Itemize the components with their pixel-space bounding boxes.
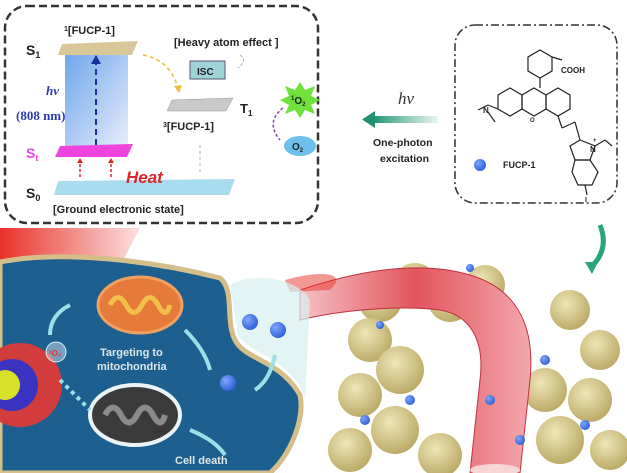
ground-state-label: [Ground electronic state] xyxy=(53,204,184,216)
probe-dot xyxy=(220,375,236,391)
cell xyxy=(0,254,304,473)
indolium-n-label: N xyxy=(590,145,596,154)
blood-vessel xyxy=(299,267,532,473)
singlet-oxygen-burst xyxy=(280,82,320,118)
ros-bubble xyxy=(45,341,67,363)
isc-label: ISC xyxy=(197,67,214,78)
nucleus xyxy=(0,343,62,427)
excitation-line1: One-photon xyxy=(373,137,432,149)
wavelength-label: (808 nm) xyxy=(16,108,65,123)
xanthene-o-label: O xyxy=(530,118,535,124)
targeting-label-line1: Targeting to xyxy=(100,347,163,359)
singlet-species-label: 1[FUCP-1] xyxy=(64,25,115,37)
st-level xyxy=(55,144,133,157)
probe-dot xyxy=(270,322,286,338)
one-photon-excitation: hv One-photon excitation xyxy=(362,89,438,165)
t1-level xyxy=(166,97,234,112)
s1-level xyxy=(58,41,138,55)
probe-dot xyxy=(485,395,495,405)
probe-dot xyxy=(540,355,550,365)
targeting-label-line2: mitochondria xyxy=(97,361,168,373)
isc-box xyxy=(189,60,226,80)
plus-sign: + xyxy=(593,138,597,144)
cell-scene: ¹O₂ Targeting to mitochondria Cell death xyxy=(0,224,627,473)
amine-n-label: N xyxy=(483,106,489,115)
energy-diagram: ISC 1O2 O2 S1 1[FUCP-1] hv (808 nm) St H… xyxy=(3,4,320,225)
s1-label: S1 xyxy=(26,42,40,60)
triplet-species-label: 3[FUCP-1] xyxy=(163,121,214,133)
t1-label: T1 xyxy=(240,101,253,118)
probe-dot xyxy=(376,321,384,329)
probe-legend-label: FUCP-1 xyxy=(503,160,536,170)
heavy-atom-label: [Heavy atom effect ] xyxy=(174,37,279,49)
probe-dot xyxy=(515,435,525,445)
s0-level xyxy=(54,179,235,195)
oxygen-label: O2 xyxy=(292,142,304,154)
probe-legend-dot xyxy=(474,159,486,171)
oxygen-ellipse xyxy=(284,136,316,156)
cooh-label: COOH xyxy=(561,66,585,75)
singlet-oxygen-label: 1O2 xyxy=(291,96,306,108)
probe-dot xyxy=(360,415,370,425)
excitation-line2: excitation xyxy=(380,153,429,165)
excitation-hv-label: hv xyxy=(398,89,415,108)
delivery-arrow xyxy=(588,224,606,270)
left-arrow-icon xyxy=(362,111,375,128)
probe-dot xyxy=(580,420,590,430)
probe-dot xyxy=(405,395,415,405)
cell-death-label: Cell death xyxy=(175,455,228,467)
molecule-structure: COOH N O N + I FUCP-1 xyxy=(454,24,618,204)
heat-label: Heat xyxy=(126,168,164,187)
hv-label: hv xyxy=(46,83,59,98)
s0-label: S0 xyxy=(26,185,40,203)
probe-dot xyxy=(466,264,474,272)
st-label: St xyxy=(26,145,38,163)
probe-dot xyxy=(242,314,258,330)
ros-label: ¹O₂ xyxy=(49,349,62,358)
iodine-label: I xyxy=(585,197,587,204)
